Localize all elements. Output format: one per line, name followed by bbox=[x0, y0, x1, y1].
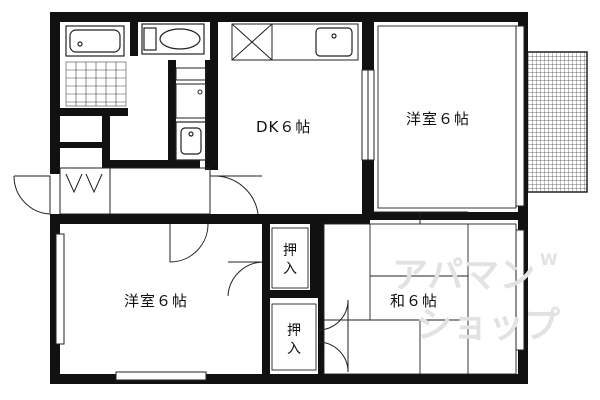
watermark-line1: アパマン bbox=[392, 255, 536, 296]
kitchen-sink bbox=[315, 27, 353, 57]
closet-outlines bbox=[271, 227, 317, 371]
stove bbox=[231, 23, 273, 61]
room-label-japanese: 和６帖 bbox=[390, 292, 439, 310]
room-label-western-bottom: 洋室６帖 bbox=[124, 292, 189, 310]
watermark-mark: W bbox=[540, 250, 558, 269]
closet-label-lower: 押入 bbox=[287, 323, 301, 357]
balcony bbox=[526, 51, 588, 193]
watermark-line2: ショップ bbox=[416, 305, 561, 346]
tatami-lines bbox=[323, 223, 517, 375]
room-label-dk: DK６帖 bbox=[256, 118, 312, 136]
wash-basin bbox=[175, 121, 207, 161]
western-top-outline bbox=[377, 25, 517, 209]
room-doors bbox=[169, 211, 468, 373]
kitchen-counter bbox=[271, 23, 359, 61]
bathtub bbox=[65, 25, 125, 57]
interior-walls bbox=[50, 12, 522, 374]
closet-label-upper: 押入 bbox=[283, 243, 297, 277]
entrance bbox=[13, 167, 262, 215]
laundry-space bbox=[175, 67, 207, 119]
toilet bbox=[141, 23, 205, 55]
windows bbox=[55, 25, 525, 381]
shower-floor bbox=[65, 61, 127, 107]
room-label-western-top: 洋室６帖 bbox=[406, 110, 471, 128]
